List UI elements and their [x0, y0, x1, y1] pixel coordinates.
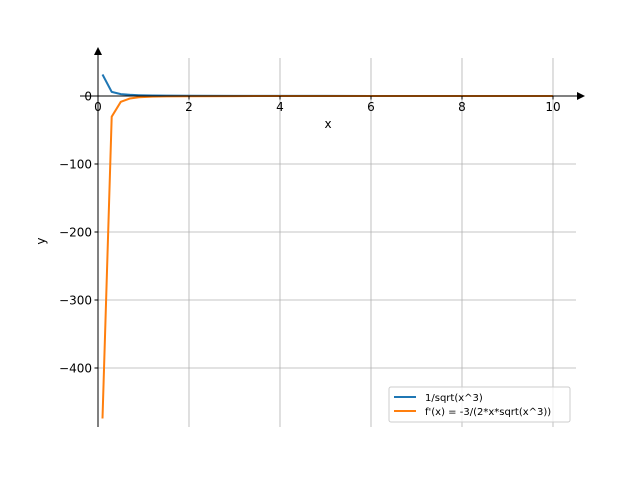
legend-label-0: 1/sqrt(x^3) — [425, 393, 483, 404]
x-tick-label: 6 — [367, 100, 375, 114]
x-tick-label: 8 — [458, 100, 466, 114]
x-axis-label: x — [324, 117, 331, 131]
y-tick-label: 0 — [84, 90, 92, 104]
x-tick-label: 10 — [545, 100, 560, 114]
x-axis-arrow — [577, 92, 585, 100]
series-line-1 — [101, 95, 553, 419]
x-tick-label: 0 — [94, 100, 102, 114]
grid — [98, 58, 576, 427]
x-tick-label: 2 — [185, 100, 193, 114]
legend: 1/sqrt(x^3) f'(x) = -3/(2*x*sqrt(x^3)) — [388, 386, 571, 423]
y-tick-label: −400 — [59, 362, 92, 376]
legend-box — [388, 386, 571, 423]
y-axis-label: y — [34, 237, 48, 244]
y-tick-label: −300 — [59, 294, 92, 308]
y-tick-label: −200 — [59, 226, 92, 240]
ticks: 0 2 4 6 8 10 0 −100 −200 −300 −400 — [59, 90, 561, 376]
y-axis-arrow — [94, 47, 102, 55]
legend-label-1: f'(x) = -3/(2*x*sqrt(x^3)) — [425, 407, 551, 418]
y-tick-label: −100 — [59, 158, 92, 172]
axes — [80, 47, 585, 427]
x-tick-label: 4 — [276, 100, 284, 114]
series-line-0 — [101, 74, 553, 97]
